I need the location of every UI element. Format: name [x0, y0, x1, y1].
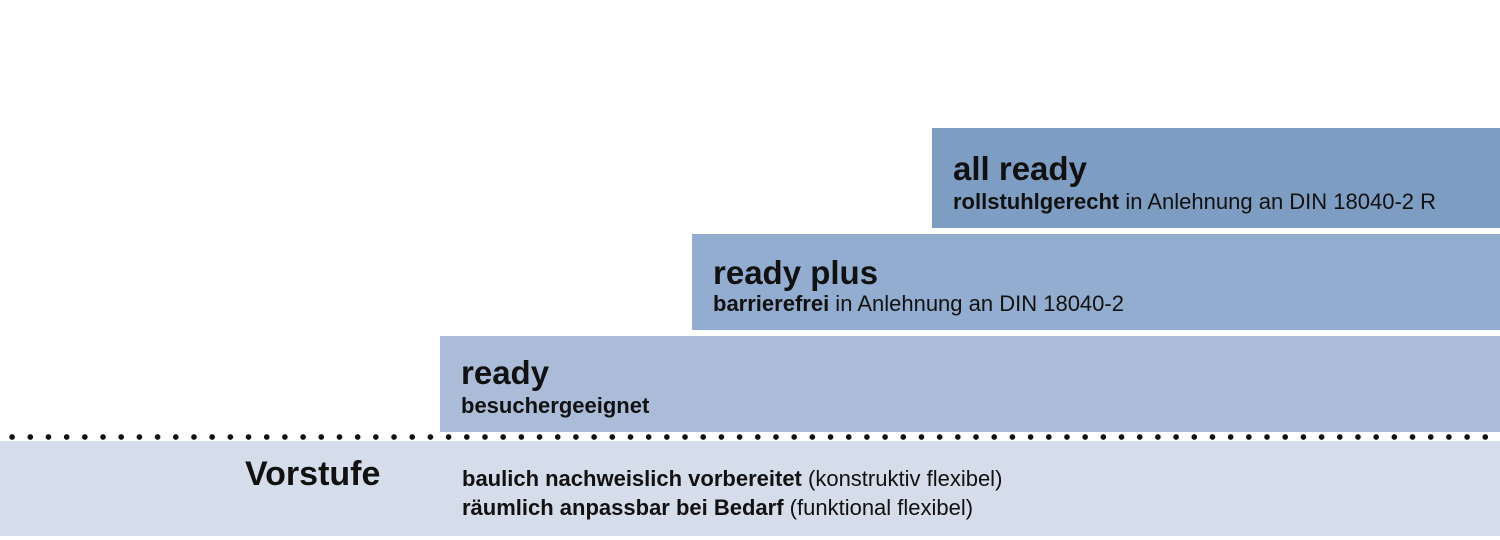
vorstufe-line: baulich nachweislich vorbereitet (konstr… — [462, 468, 1002, 490]
level-title: ready — [461, 354, 550, 391]
level-subtitle-rest: in Anlehnung an DIN 18040-2 R — [1119, 189, 1437, 214]
vorstufe-line-rest: (konstruktiv flexibel) — [801, 466, 1003, 491]
level-subtitle: barrierefrei in Anlehnung an DIN 18040-2 — [713, 293, 1124, 315]
vorstufe-label: Vorstufe — [245, 455, 381, 493]
vorstufe-line: räumlich anpassbar bei Bedarf (funktiona… — [462, 497, 973, 519]
vorstufe-band: Vorstufe baulich nachweislich vorbereite… — [0, 441, 1500, 536]
level-title: all ready — [953, 150, 1087, 187]
vorstufe-line-bold: baulich nachweislich vorbereitet — [462, 466, 802, 491]
level-subtitle: besuchergeeignet — [461, 395, 649, 417]
level-bar-ready: ready besuchergeeignet — [440, 336, 1500, 432]
level-subtitle-rest: in Anlehnung an DIN 18040-2 — [829, 291, 1124, 316]
level-subtitle-bold: rollstuhlgerecht — [953, 189, 1120, 214]
level-bar-all-ready: all ready rollstuhlgerecht in Anlehnung … — [932, 128, 1500, 228]
level-subtitle-bold: barrierefrei — [713, 291, 830, 316]
vorstufe-line-rest: (funktional flexibel) — [783, 495, 974, 520]
level-subtitle: rollstuhlgerecht in Anlehnung an DIN 180… — [953, 191, 1436, 213]
level-subtitle-bold: besuchergeeignet — [461, 393, 650, 418]
dotted-divider — [0, 433, 1500, 441]
level-bar-ready-plus: ready plus barrierefrei in Anlehnung an … — [692, 234, 1500, 330]
level-title: ready plus — [713, 254, 879, 291]
vorstufe-line-bold: räumlich anpassbar bei Bedarf — [462, 495, 784, 520]
